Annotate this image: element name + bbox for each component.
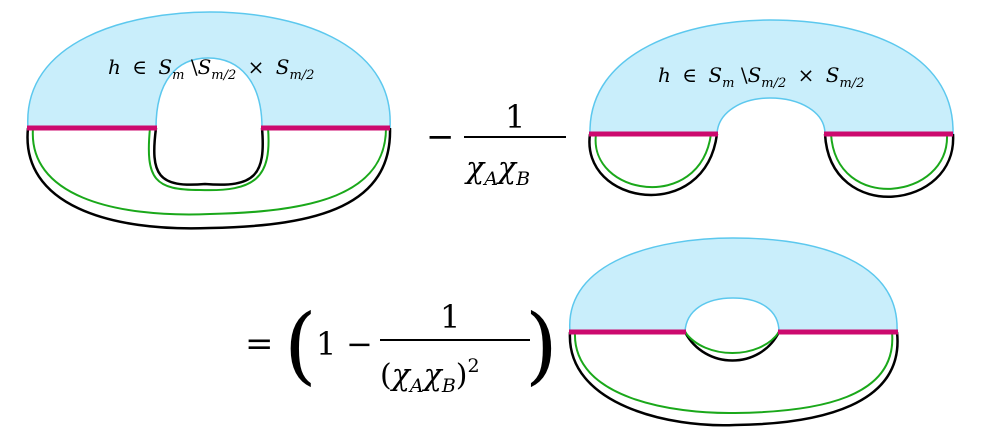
inner-minus-sign: − <box>346 325 373 363</box>
fraction-numerator: 1 <box>505 98 525 136</box>
outer-green-curve <box>573 331 894 415</box>
inner-black-curve <box>683 331 781 362</box>
one: 1 <box>316 325 336 363</box>
shaded-region <box>589 19 954 135</box>
fraction-numerator: 1 <box>440 298 460 336</box>
outer-black-curve <box>568 331 899 427</box>
subtraction-term: − 1 χAχB <box>426 98 566 190</box>
fraction-denominator: χAχB <box>464 151 530 190</box>
right-paren: ) <box>525 296 558 394</box>
right-lobe-green <box>830 133 949 190</box>
region-label: h ∈ Sm \Sm/2 × Sm/2 <box>108 55 314 84</box>
outer-black-curve <box>26 127 392 230</box>
outer-green-curve <box>31 127 387 216</box>
left-lobe-black <box>588 133 719 197</box>
equals-sign: = <box>245 324 274 364</box>
shaded-region <box>27 11 391 129</box>
fraction-denominator: (χAχB)2 <box>380 355 480 397</box>
right-lobe-black <box>823 133 955 198</box>
split-diagram: h ∈ Sm \Sm/2 × Sm/2 <box>588 19 955 198</box>
inner-green-curve <box>684 331 780 354</box>
inner-green-curve <box>147 127 270 192</box>
inner-black-curve <box>153 127 264 186</box>
torus-diagram: h ∈ Sm \Sm/2 × Sm/2 <box>26 11 392 230</box>
minus-sign: − <box>426 117 455 157</box>
region-label: h ∈ Sm \Sm/2 × Sm/2 <box>658 63 864 92</box>
shaded-region <box>569 237 898 333</box>
result-torus-diagram <box>568 237 899 427</box>
left-paren: ( <box>284 296 317 394</box>
result-coefficient: = ( 1 − 1 (χAχB)2 ) <box>245 296 558 397</box>
left-lobe-green <box>594 133 712 188</box>
